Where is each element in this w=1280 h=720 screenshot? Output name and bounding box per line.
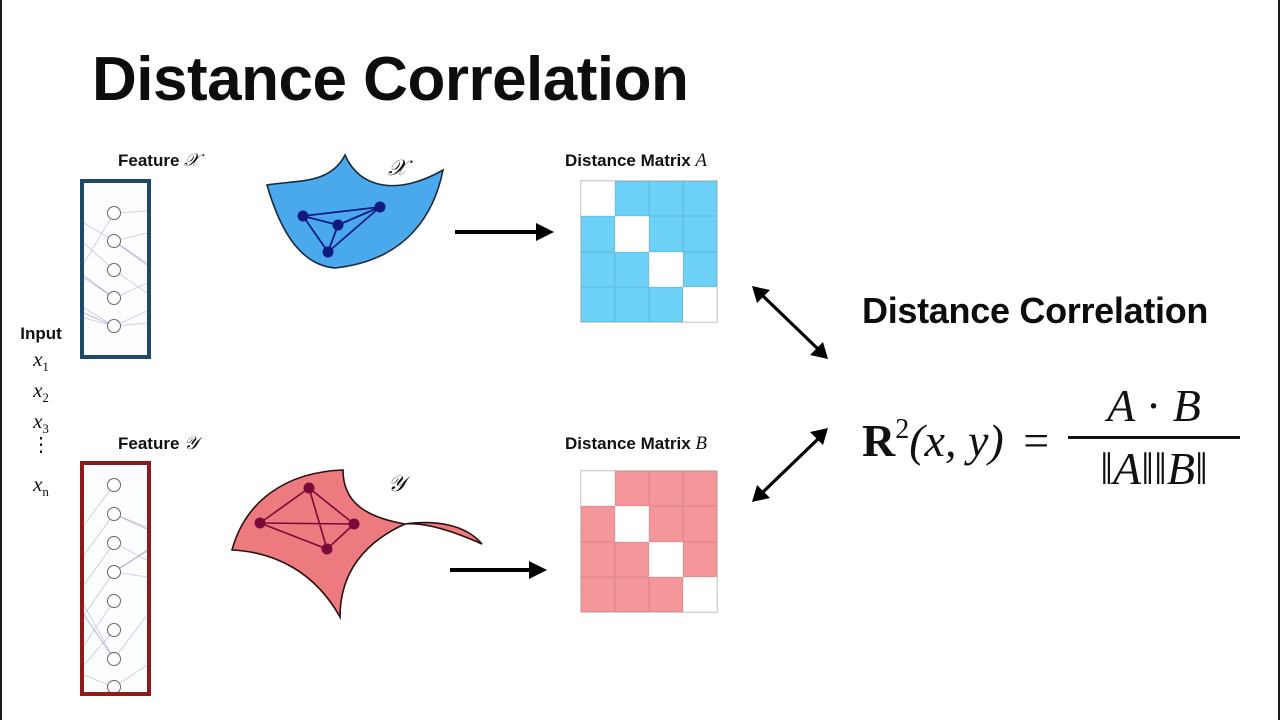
point-icon: [348, 518, 360, 530]
input-variables: Input x1 x2 x3 ⋮ xn: [12, 324, 70, 500]
input-var-1: x1: [33, 347, 49, 375]
matrix-diagonal-cell: [649, 251, 683, 287]
arrow-right-icon: [455, 223, 554, 241]
matrix-cell: [683, 216, 717, 252]
matrix-a-symbol: A: [695, 150, 708, 171]
point-icon: [297, 210, 309, 222]
double-arrow-icon: [752, 286, 828, 359]
input-header: Input: [20, 324, 62, 343]
matrix-cell: [649, 576, 683, 612]
feature-x-label: Feature 𝒳: [118, 150, 200, 171]
matrix-cell: [649, 471, 683, 507]
matrix-diagonal-cell: [649, 541, 683, 577]
matrix-diagonal-cell: [581, 471, 615, 507]
distance-matrix-a: [580, 180, 718, 323]
neural-network-y-icon: [84, 478, 147, 692]
matrix-cell: [683, 541, 717, 577]
formula-fraction: A · B ‖A‖‖B‖: [1068, 378, 1240, 499]
distance-correlation-formula: R2(x, y) = A · B ‖A‖‖B‖: [862, 378, 1252, 508]
feature-y-network: [80, 461, 151, 696]
manifold-x-label: 𝒳: [388, 156, 407, 181]
feature-x-symbol: 𝒳: [184, 150, 200, 171]
point-icon: [254, 517, 266, 529]
distance-matrix-b: [580, 470, 718, 613]
matrix-cell: [649, 286, 683, 322]
matrix-cell: [581, 576, 615, 612]
formula-lhs: R2(x, y) =: [862, 414, 1050, 466]
matrix-b-symbol: B: [695, 433, 708, 454]
matrix-cell: [581, 541, 615, 577]
manifold-y-shape: [230, 469, 483, 621]
matrix-diagonal-cell: [683, 286, 717, 322]
matrix-cell: [615, 181, 649, 217]
matrix-b-label: Distance Matrix B: [565, 433, 708, 454]
arrow-right-icon: [450, 561, 547, 579]
matrix-cell: [615, 541, 649, 577]
matrix-cell: [683, 251, 717, 287]
matrix-cell: [615, 286, 649, 322]
feature-y-symbol: 𝒴: [184, 433, 199, 454]
point-icon: [322, 246, 334, 258]
matrix-diagonal-cell: [683, 576, 717, 612]
manifold-y-label: 𝒴: [388, 472, 406, 497]
formula-denominator: ‖A‖‖B‖: [1100, 443, 1208, 494]
matrix-cell: [615, 576, 649, 612]
matrix-a-label: Distance Matrix A: [565, 150, 708, 171]
input-var-2: x2: [33, 378, 49, 406]
matrix-cell: [649, 506, 683, 542]
matrix-cell: [581, 251, 615, 287]
matrix-cell: [649, 216, 683, 252]
matrix-diagonal-cell: [615, 506, 649, 542]
slide-title: Distance Correlation: [92, 45, 689, 114]
matrix-diagonal-cell: [581, 181, 615, 217]
manifold-x-shape: [265, 153, 445, 269]
fraction-bar: [1068, 436, 1240, 439]
input-var-3: x3: [33, 409, 49, 437]
formula-numerator: A · B: [1107, 380, 1201, 431]
matrix-cell: [581, 286, 615, 322]
matrix-cell: [649, 181, 683, 217]
matrix-cell: [683, 471, 717, 507]
matrix-cell: [615, 471, 649, 507]
matrix-diagonal-cell: [615, 216, 649, 252]
point-icon: [332, 219, 344, 231]
point-icon: [374, 201, 386, 213]
matrix-cell: [581, 506, 615, 542]
point-icon: [303, 482, 315, 494]
matrix-cell: [683, 506, 717, 542]
double-arrow-icon: [752, 428, 828, 502]
matrix-cell: [581, 216, 615, 252]
input-var-n: xn: [33, 472, 49, 500]
feature-y-label: Feature 𝒴: [118, 433, 199, 454]
vertical-ellipsis: ⋮: [31, 434, 51, 456]
matrix-cell: [615, 251, 649, 287]
matrix-cell: [683, 181, 717, 217]
neural-network-x-icon: [84, 206, 147, 333]
point-icon: [321, 543, 333, 555]
feature-x-network: [80, 179, 151, 359]
result-heading: Distance Correlation: [862, 290, 1209, 331]
